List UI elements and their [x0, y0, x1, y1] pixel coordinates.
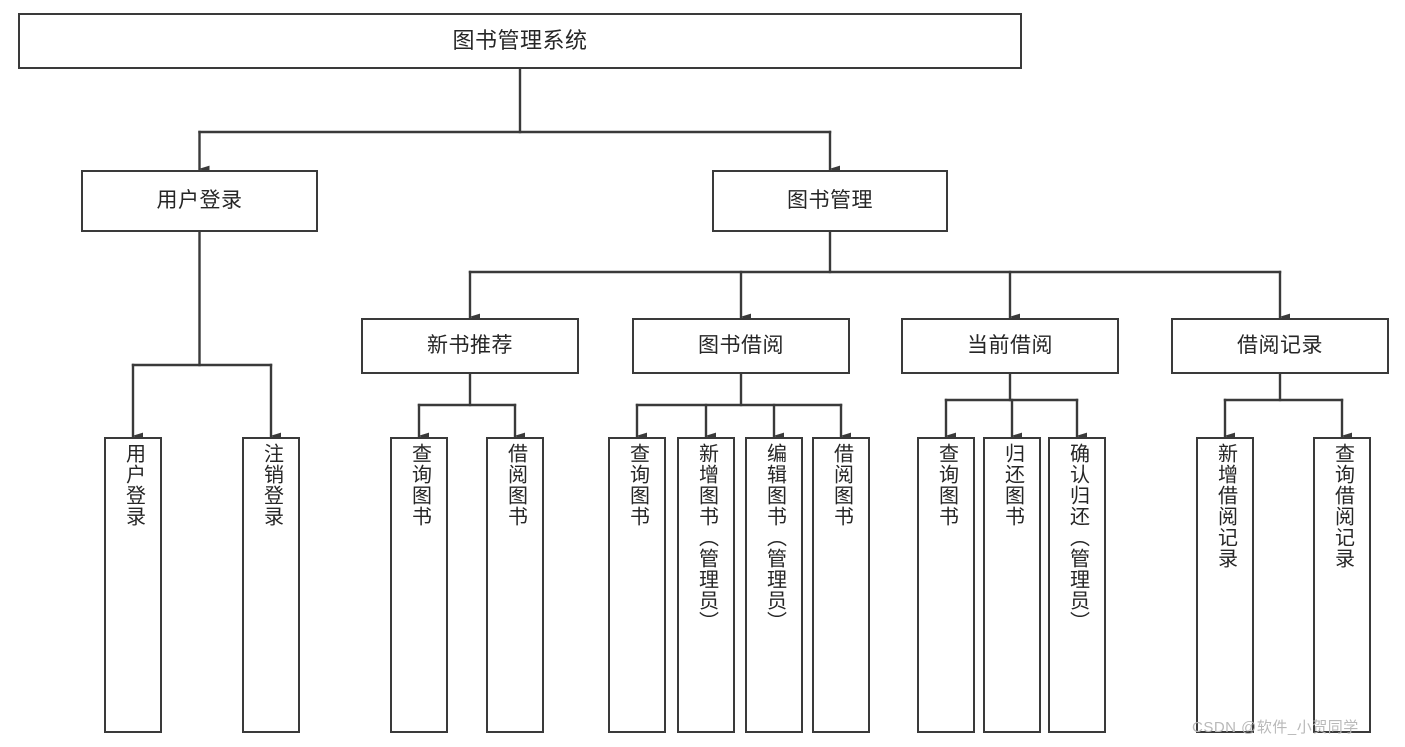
node-label: 新书推荐 — [427, 334, 513, 358]
node-leaf-borrow-book: 借阅图书 — [812, 437, 870, 733]
node-root: 图书管理系统 — [18, 13, 1022, 69]
node-leaf-user-login: 用户登录 — [104, 437, 162, 733]
node-label: 借阅记录 — [1237, 334, 1323, 358]
node-leaf-return-book: 归还图书 — [983, 437, 1041, 733]
node-label: 当前借阅 — [967, 334, 1053, 358]
node-label: 编辑图书（管理员） — [763, 443, 786, 632]
node-leaf-edit-book-admin: 编辑图书（管理员） — [745, 437, 803, 733]
node-borrow-record: 借阅记录 — [1171, 318, 1389, 374]
node-label: 借阅图书 — [504, 443, 527, 527]
node-leaf-confirm-return-admin: 确认归还（管理员） — [1048, 437, 1106, 733]
node-label: 查询图书 — [935, 443, 958, 527]
node-leaf-add-borrow-record: 新增借阅记录 — [1196, 437, 1254, 733]
node-leaf-borrow-book-recommend: 借阅图书 — [486, 437, 544, 733]
node-leaf-query-book-recommend: 查询图书 — [390, 437, 448, 733]
node-label: 图书管理系统 — [452, 27, 588, 53]
node-label: 确认归还（管理员） — [1066, 443, 1089, 632]
node-book-manage: 图书管理 — [712, 170, 948, 232]
node-leaf-query-book-current: 查询图书 — [917, 437, 975, 733]
node-label: 借阅图书 — [830, 443, 853, 527]
node-label: 用户登录 — [122, 443, 145, 527]
node-leaf-query-book-borrow: 查询图书 — [608, 437, 666, 733]
node-label: 查询图书 — [408, 443, 431, 527]
csdn-watermark: CSDN @软件_小贺同学 — [1192, 719, 1359, 736]
node-user-login: 用户登录 — [81, 170, 318, 232]
node-book-borrow: 图书借阅 — [632, 318, 850, 374]
node-label: 图书借阅 — [698, 334, 784, 358]
node-label: 查询借阅记录 — [1331, 443, 1354, 569]
node-label: 查询图书 — [626, 443, 649, 527]
node-new-book-recommend: 新书推荐 — [361, 318, 579, 374]
node-leaf-add-book-admin: 新增图书（管理员） — [677, 437, 735, 733]
node-label: 归还图书 — [1001, 443, 1024, 527]
node-label: 新增借阅记录 — [1214, 443, 1237, 569]
node-leaf-user-logout: 注销登录 — [242, 437, 300, 733]
node-current-borrow: 当前借阅 — [901, 318, 1119, 374]
node-leaf-query-borrow-record: 查询借阅记录 — [1313, 437, 1371, 733]
node-label: 新增图书（管理员） — [695, 443, 718, 632]
node-label: 注销登录 — [260, 443, 283, 527]
node-label: 图书管理 — [787, 189, 873, 213]
node-label: 用户登录 — [156, 189, 243, 213]
